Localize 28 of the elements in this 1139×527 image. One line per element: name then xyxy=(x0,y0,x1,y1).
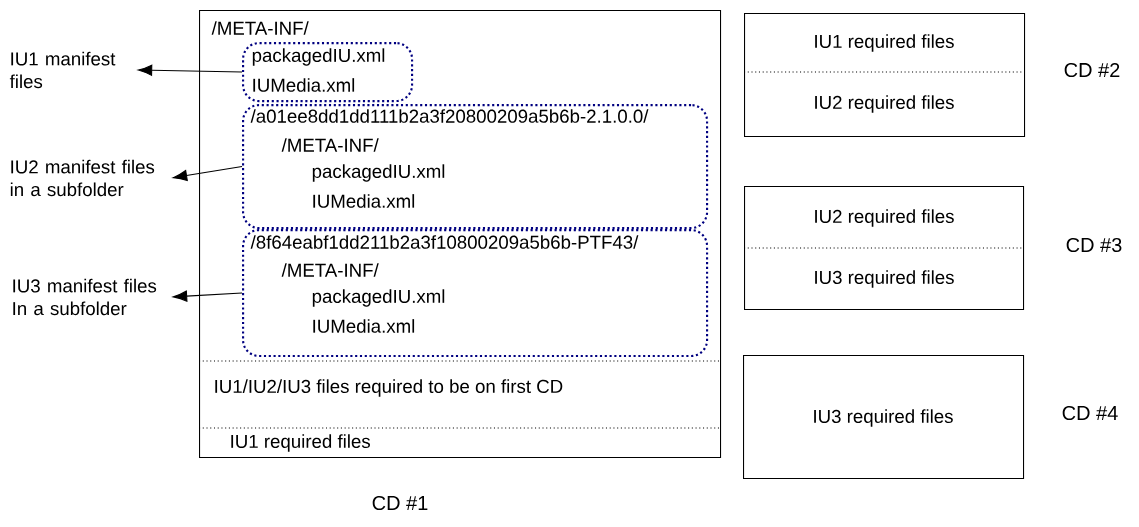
disc-label: CD #4 xyxy=(1062,405,1118,421)
file-path: packagedIU.xml xyxy=(312,164,445,182)
file-path: packagedIU.xml xyxy=(252,48,385,66)
file-path: /META-INF/ xyxy=(281,138,379,152)
file-path: IUMedia.xml xyxy=(313,194,415,208)
callout-text: IU3 manifest files In a subfolder xyxy=(13,278,157,316)
file-path: packagedIU.xml xyxy=(312,289,445,307)
callout-text: IU1 manifest files xyxy=(9,51,116,89)
file-path: IUMedia.xml xyxy=(313,319,415,333)
arrow xyxy=(137,64,243,76)
file-path: /META-INF/ xyxy=(281,263,379,277)
file-path: /8f64eabf1dd211b2a3f10800209a5b6b-PTF43/ xyxy=(250,235,639,249)
disc-label: CD #2 xyxy=(1064,62,1120,78)
file-path: IUMedia.xml xyxy=(253,78,355,92)
callout-text: IU2 manifest files in a subfolder xyxy=(10,159,155,197)
disc-label: CD #3 xyxy=(1066,237,1122,253)
file-path: /a01ee8dd1dd111b2a3f20800209a5b6b-2.1.0.0/ xyxy=(250,109,649,123)
section-text: IU1 required files xyxy=(231,434,370,452)
disc-label: CD #1 xyxy=(372,495,428,511)
section-text: IU3 required files xyxy=(814,409,953,427)
arrow xyxy=(172,166,243,182)
section-text: /META-INF/ xyxy=(211,21,309,35)
arrow xyxy=(172,290,243,302)
section-text: IU2 required files xyxy=(815,209,954,227)
section-text: IU3 required files xyxy=(815,270,954,288)
section-text: IU2 required files xyxy=(815,95,954,113)
section-text: IU1/IU2/IU3 files required to be on first CD xyxy=(215,379,563,397)
section-text: IU1 required files xyxy=(815,34,954,52)
